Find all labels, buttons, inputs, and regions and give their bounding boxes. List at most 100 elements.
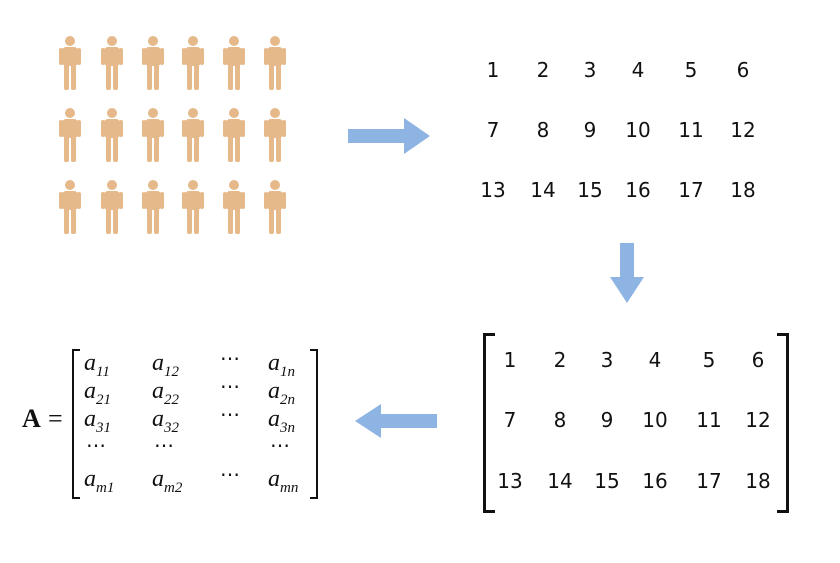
ellipsis: ⋯ bbox=[220, 464, 240, 486]
matrix-entry: a31 bbox=[84, 406, 111, 437]
number-cell: 2 bbox=[536, 58, 550, 82]
person-icon bbox=[264, 108, 286, 162]
person-icon bbox=[59, 180, 81, 234]
entry-index: 1n bbox=[280, 364, 295, 380]
person-icon bbox=[142, 108, 164, 162]
matrix-cell: 8 bbox=[553, 408, 567, 432]
person-icon bbox=[264, 180, 286, 234]
entry-index: 22 bbox=[164, 392, 179, 408]
ellipsis: ⋯ bbox=[220, 376, 240, 398]
person-icon bbox=[142, 180, 164, 234]
matrix-cell: 5 bbox=[702, 348, 716, 372]
matrix-cell: 4 bbox=[648, 348, 662, 372]
general-matrix-left-bracket bbox=[72, 349, 80, 499]
entry-index: 2n bbox=[280, 392, 295, 408]
number-cell: 7 bbox=[486, 118, 500, 142]
matrix-cell: 2 bbox=[553, 348, 567, 372]
entry-index: 32 bbox=[164, 420, 179, 436]
person-icon bbox=[182, 108, 204, 162]
number-cell: 6 bbox=[736, 58, 750, 82]
entry-symbol: a bbox=[152, 466, 164, 492]
matrix-cell: 6 bbox=[751, 348, 765, 372]
entry-symbol: a bbox=[84, 466, 96, 492]
person-icon bbox=[59, 108, 81, 162]
matrix-entry: am1 bbox=[84, 466, 114, 497]
arrow-down-icon bbox=[610, 243, 644, 303]
entry-symbol: a bbox=[84, 350, 96, 376]
person-icon bbox=[101, 180, 123, 234]
person-icon bbox=[223, 36, 245, 90]
number-cell: 8 bbox=[536, 118, 550, 142]
matrix-cell: 18 bbox=[745, 469, 771, 493]
number-cell: 10 bbox=[625, 118, 651, 142]
matrix-entry: a22 bbox=[152, 378, 179, 409]
matrix-entry: a21 bbox=[84, 378, 111, 409]
entry-index: 3n bbox=[280, 420, 295, 436]
number-cell: 14 bbox=[530, 178, 556, 202]
general-matrix-right-bracket bbox=[310, 349, 318, 499]
arrow-left-icon bbox=[355, 404, 437, 438]
number-cell: 4 bbox=[631, 58, 645, 82]
entry-index: m2 bbox=[164, 480, 183, 496]
number-cell: 12 bbox=[730, 118, 756, 142]
person-icon bbox=[223, 108, 245, 162]
person-icon bbox=[182, 180, 204, 234]
matrix-cell: 9 bbox=[600, 408, 614, 432]
number-cell: 1 bbox=[486, 58, 500, 82]
number-cell: 3 bbox=[583, 58, 597, 82]
matrix-entry: a11 bbox=[84, 350, 110, 381]
entry-symbol: a bbox=[84, 378, 96, 404]
ellipsis: ⋯ bbox=[220, 404, 240, 426]
person-icon bbox=[59, 36, 81, 90]
entry-index: 11 bbox=[96, 364, 110, 380]
person-icon bbox=[101, 36, 123, 90]
entry-symbol: a bbox=[152, 378, 164, 404]
matrix-left-bracket bbox=[483, 333, 495, 513]
ellipsis: ⋯ bbox=[220, 348, 240, 370]
matrix-cell: 7 bbox=[503, 408, 517, 432]
matrix-entry: a3n bbox=[268, 406, 295, 437]
number-cell: 9 bbox=[583, 118, 597, 142]
matrix-right-bracket bbox=[777, 333, 789, 513]
matrix-cell: 12 bbox=[745, 408, 771, 432]
matrix-cell: 15 bbox=[594, 469, 620, 493]
entry-index: m1 bbox=[96, 480, 115, 496]
matrix-cell: 1 bbox=[503, 348, 517, 372]
person-icon bbox=[101, 108, 123, 162]
number-cell: 18 bbox=[730, 178, 756, 202]
matrix-cell: 3 bbox=[600, 348, 614, 372]
matrix-cell: 14 bbox=[547, 469, 573, 493]
matrix-name: A bbox=[22, 404, 41, 433]
entry-symbol: a bbox=[152, 406, 164, 432]
matrix-entry: amn bbox=[268, 466, 298, 497]
arrow-right-icon bbox=[348, 118, 430, 154]
person-icon bbox=[264, 36, 286, 90]
matrix-entry: am2 bbox=[152, 466, 182, 497]
matrix-cell: 11 bbox=[696, 408, 722, 432]
entry-symbol: a bbox=[84, 406, 96, 432]
entry-index: 12 bbox=[164, 364, 179, 380]
entry-index: 31 bbox=[96, 420, 111, 436]
matrix-cell: 16 bbox=[642, 469, 668, 493]
entry-index: mn bbox=[280, 480, 299, 496]
number-cell: 15 bbox=[577, 178, 603, 202]
number-cell: 11 bbox=[678, 118, 704, 142]
equals-sign: = bbox=[48, 404, 63, 433]
entry-symbol: a bbox=[152, 350, 164, 376]
matrix-cell: 13 bbox=[497, 469, 523, 493]
person-icon bbox=[182, 36, 204, 90]
number-cell: 5 bbox=[684, 58, 698, 82]
number-cell: 13 bbox=[480, 178, 506, 202]
matrix-entry: a1n bbox=[268, 350, 295, 381]
matrix-entry: a2n bbox=[268, 378, 295, 409]
ellipsis: ⋯ bbox=[86, 435, 106, 457]
ellipsis: ⋯ bbox=[154, 435, 174, 457]
number-cell: 17 bbox=[678, 178, 704, 202]
entry-symbol: a bbox=[268, 466, 280, 492]
number-cell: 16 bbox=[625, 178, 651, 202]
matrix-entry: a12 bbox=[152, 350, 179, 381]
entry-index: 21 bbox=[96, 392, 111, 408]
person-icon bbox=[223, 180, 245, 234]
person-icon bbox=[142, 36, 164, 90]
ellipsis: ⋯ bbox=[270, 435, 290, 457]
